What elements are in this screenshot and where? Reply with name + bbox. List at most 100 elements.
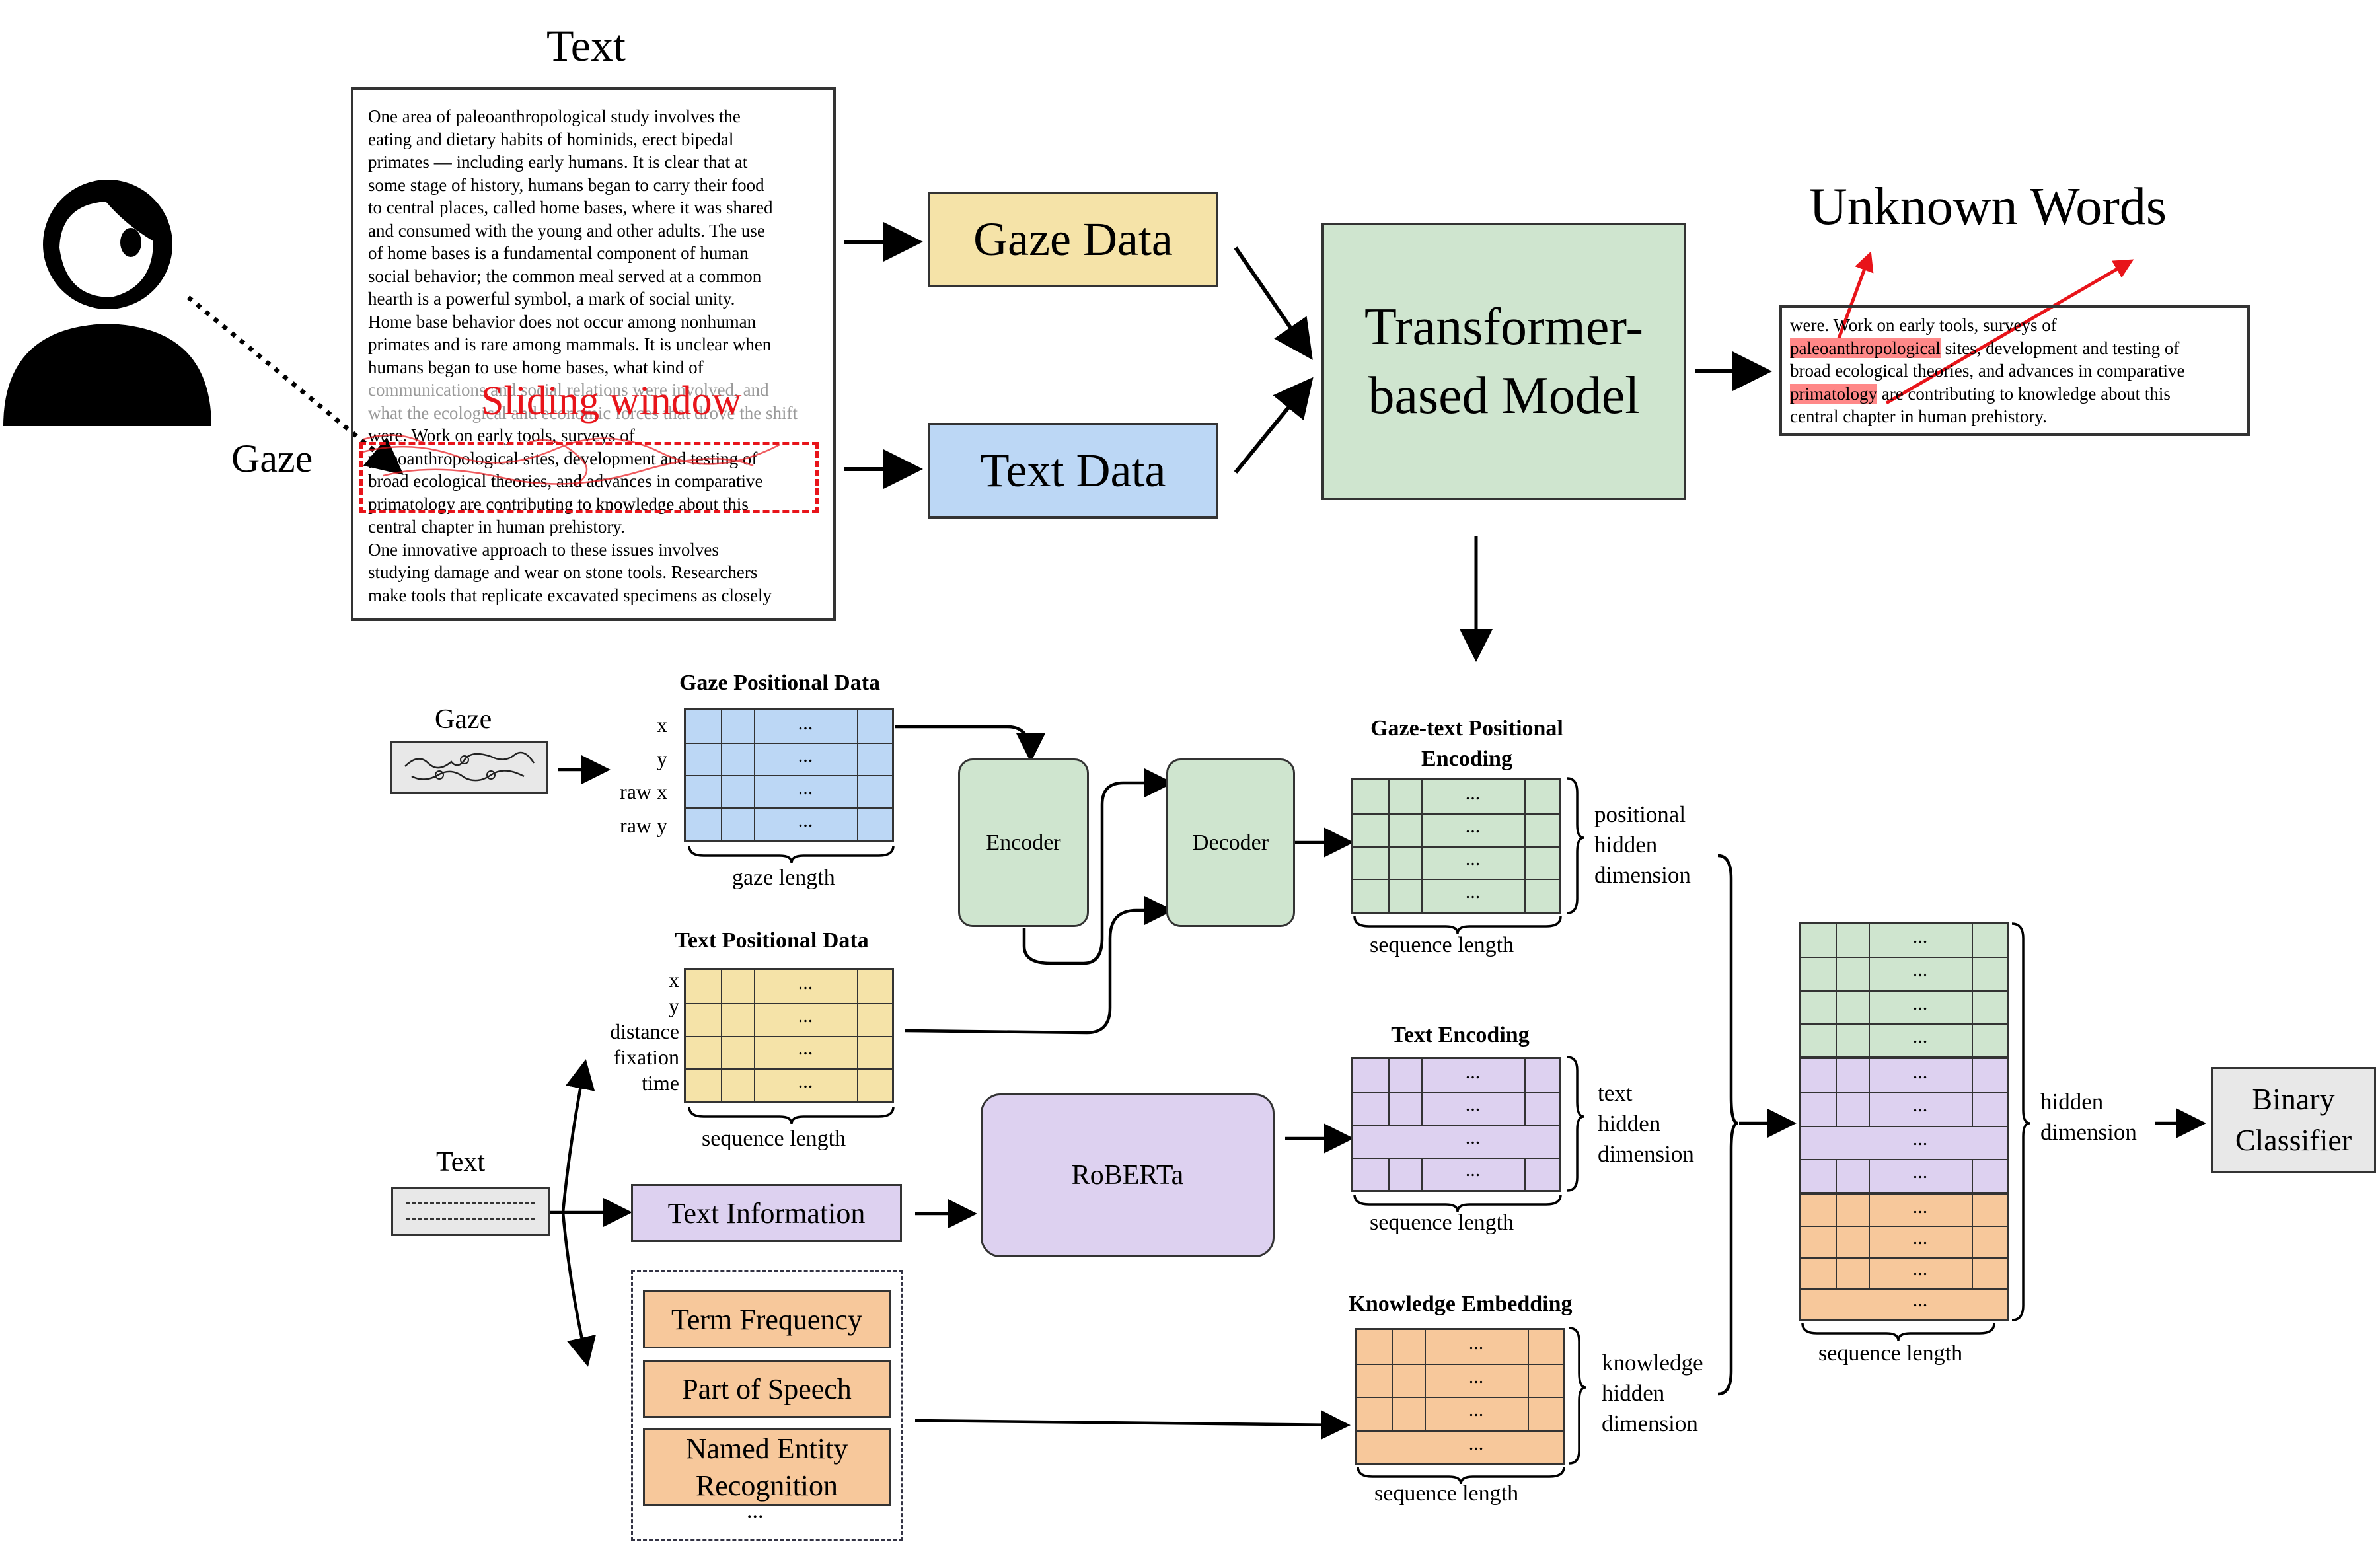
passage-line: of home bases is a fundamental component… <box>368 243 749 263</box>
grid-row-line <box>686 775 892 776</box>
grid-col-line <box>1392 1397 1394 1430</box>
grid-col-line <box>1971 1226 1973 1257</box>
text-row-fixation: fixation <box>613 1045 679 1069</box>
grid-col-line <box>1527 1397 1529 1430</box>
gaze-dotted-arrow <box>186 295 404 475</box>
passage-line: communications and social relations were… <box>368 380 769 400</box>
result-line-3: broad ecological theories, and advances … <box>1790 361 2185 381</box>
grid-col-line <box>753 807 755 840</box>
grid-cell-dots: ... <box>798 1004 813 1027</box>
passage-box: One area of paleoanthropological study i… <box>351 87 836 621</box>
know-seq-length-label: sequence length <box>1374 1481 1519 1506</box>
grid-col-line <box>1868 1257 1870 1288</box>
grid-cell-dots: ... <box>1912 959 1928 981</box>
grid-cell-dots: ... <box>798 712 813 734</box>
grid-cell-dots: ... <box>1912 1127 1928 1150</box>
brace-gaze-length <box>688 845 895 864</box>
gaze-positional-grid: ............ <box>684 708 894 842</box>
roberta-box: RoBERTa <box>981 1093 1275 1257</box>
gaze-scanpath-box <box>390 741 548 794</box>
brace-gt-seq <box>1353 916 1562 934</box>
grid-col-line <box>1392 1330 1394 1364</box>
ner-box: Named Entity Recognition <box>643 1428 891 1506</box>
classifier-line-1: Binary <box>2252 1082 2335 1116</box>
grid-col-line <box>721 1068 723 1101</box>
positional-hidden-2: hidden <box>1594 832 1658 858</box>
gaze-row-rawy: raw y <box>620 813 667 837</box>
grid-row-line <box>1353 846 1559 848</box>
feature-group <box>631 1270 903 1541</box>
stack-seq-length-label: sequence length <box>1818 1341 1963 1366</box>
text-seq-length-label: sequence length <box>702 1126 846 1151</box>
ner-line-2: Recognition <box>695 1469 838 1502</box>
gaze-label: Gaze <box>231 437 313 480</box>
grid-col-line <box>1527 1363 1529 1397</box>
grid-cell-dots: ... <box>1468 1365 1484 1387</box>
grid-cell-dots: ... <box>1912 926 1928 948</box>
grid-col-line <box>1421 1059 1423 1092</box>
grid-cell-dots: ... <box>1912 1061 1928 1084</box>
grid-col-line <box>1836 1023 1838 1056</box>
grid-col-line <box>1388 813 1390 846</box>
result-line-2: paleoanthropological sites, development … <box>1790 337 2185 360</box>
arrow-gaze-data-to-model <box>1234 246 1313 360</box>
grid-col-line <box>1868 1158 1870 1192</box>
ner-line-1: Named Entity <box>685 1432 848 1465</box>
grid-col-line <box>753 1068 755 1101</box>
grid-col-line <box>1424 1363 1426 1397</box>
grid-cell-dots: ... <box>798 744 813 766</box>
passage-line: primates and is rare among mammals. It i… <box>368 334 772 354</box>
passage-line: paleoanthropological sites, development … <box>368 448 758 468</box>
encoder-box: Encoder <box>958 758 1089 927</box>
passage-line: what the ecological and economic forces … <box>368 402 798 423</box>
brace-text-seq <box>688 1106 895 1125</box>
grid-col-line <box>1388 780 1390 813</box>
grid-row-line <box>1353 1091 1559 1093</box>
brace-stack <box>2011 922 2030 1321</box>
grid-col-line <box>753 710 755 743</box>
arrow-text-to-positional <box>561 1059 595 1213</box>
bottom-gaze-label: Gaze <box>435 704 492 735</box>
result-text: were. Work on early tools, surveys of pa… <box>1790 314 2185 428</box>
grid-col-line <box>1868 1195 1870 1226</box>
result-line-4: primatology are contributing to knowledg… <box>1790 383 2185 406</box>
grid-col-line <box>1868 957 1870 990</box>
red-arrow-2 <box>1885 259 2134 405</box>
passage-line: humans began to use home bases, what kin… <box>368 357 704 377</box>
text-row-y: y <box>669 994 679 1017</box>
arrow-encoder-to-decoder <box>1022 768 1173 965</box>
text-row-distance: distance <box>610 1019 679 1043</box>
grid-col-line <box>1836 924 1838 957</box>
grid-col-line <box>1971 1257 1973 1288</box>
grid-cell-dots: ... <box>798 776 813 799</box>
grid-col-line <box>1836 1257 1838 1288</box>
part-of-speech-box: Part of Speech <box>643 1360 891 1418</box>
grid-col-line <box>1971 1023 1973 1056</box>
combined-stack: ............ ............ ............ <box>1799 922 2009 1321</box>
knowledge-hidden-label: knowledge hidden dimension <box>1602 1348 1703 1439</box>
grid-row-line <box>686 1035 892 1037</box>
unknown-word-1: paleoanthropological <box>1790 338 1941 358</box>
stack-hidden-2: dimension <box>2040 1119 2137 1145</box>
grid-col-line <box>1868 990 1870 1023</box>
term-frequency-box: Term Frequency <box>643 1290 891 1348</box>
passage-line: One innovative approach to these issues … <box>368 539 719 560</box>
passage-line: make tools that replicate excavated spec… <box>368 585 772 605</box>
grid-col-line <box>1524 780 1526 813</box>
sliding-window-label: Sliding window <box>481 379 742 424</box>
grid-col-line <box>1421 846 1423 879</box>
text-encoding-grid: ............ <box>1351 1057 1561 1192</box>
grid-row-line <box>686 1068 892 1070</box>
grid-cell-dots: ... <box>1465 1060 1481 1083</box>
knowledge-title: Knowledge Embedding <box>1348 1292 1573 1316</box>
grid-col-line <box>1424 1330 1426 1364</box>
grid-cell-dots: ... <box>1468 1332 1484 1354</box>
brace-knowledge <box>1569 1327 1586 1465</box>
passage-line: and consumed with the young and other ad… <box>368 220 765 240</box>
grid-row-line <box>1353 813 1559 815</box>
grid-col-line <box>1971 1059 1973 1093</box>
grid-cell-dots: ... <box>1912 1160 1928 1183</box>
grid-row-line <box>1801 957 2007 959</box>
